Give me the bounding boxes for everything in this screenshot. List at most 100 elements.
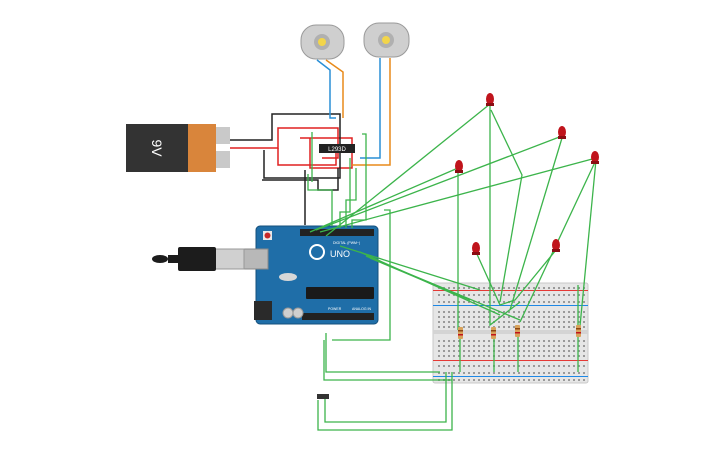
breadboard-hole	[473, 345, 475, 347]
breadboard-hole	[473, 379, 475, 381]
reset-button[interactable]	[264, 232, 271, 239]
dc-motor-right[interactable]	[363, 22, 410, 58]
breadboard-hole	[478, 316, 480, 318]
breadboard-hole	[528, 350, 530, 352]
breadboard-hole	[498, 340, 500, 342]
breadboard-hole	[468, 326, 470, 328]
breadboard-hole	[468, 294, 470, 296]
breadboard-hole	[503, 340, 505, 342]
breadboard-hole	[538, 294, 540, 296]
breadboard-hole	[443, 321, 445, 323]
breadboard-hole	[453, 355, 455, 357]
switch-component[interactable]	[317, 394, 329, 399]
resistor-3[interactable]	[515, 325, 520, 337]
breadboard-hole	[583, 321, 585, 323]
motor-driver-chip[interactable]: L293D	[319, 144, 355, 153]
breadboard-hole	[503, 321, 505, 323]
breadboard-hole	[488, 326, 490, 328]
breadboard-hole	[508, 316, 510, 318]
led-3[interactable]	[455, 160, 463, 173]
breadboard-hole	[578, 355, 580, 357]
led-1[interactable]	[486, 93, 494, 106]
breadboard-hole	[468, 350, 470, 352]
arduino-uno[interactable]: UNO DIGITAL (PWM~) POWER ANALOG IN	[240, 225, 379, 325]
breadboard-hole	[473, 326, 475, 328]
breadboard-hole	[483, 326, 485, 328]
led-6[interactable]	[552, 239, 560, 252]
breadboard-hole	[438, 316, 440, 318]
breadboard-hole	[533, 365, 535, 367]
breadboard-hole	[558, 365, 560, 367]
breadboard-hole	[438, 340, 440, 342]
resistor-1[interactable]	[458, 327, 463, 339]
battery-9v[interactable]: 9V	[126, 124, 230, 172]
breadboard-hole	[498, 365, 500, 367]
breadboard-hole	[443, 345, 445, 347]
breadboard-hole	[543, 365, 545, 367]
breadboard-hole	[498, 326, 500, 328]
breadboard-hole	[443, 326, 445, 328]
breadboard-hole	[553, 301, 555, 303]
breadboard-hole	[478, 321, 480, 323]
breadboard-hole	[483, 311, 485, 313]
breadboard-hole	[473, 355, 475, 357]
breadboard-hole	[493, 287, 495, 289]
breadboard-hole	[478, 350, 480, 352]
breadboard-hole	[453, 345, 455, 347]
breadboard-hole	[573, 340, 575, 342]
breadboard-hole	[463, 350, 465, 352]
breadboard-hole	[468, 345, 470, 347]
breadboard-hole	[473, 350, 475, 352]
breadboard-hole	[518, 321, 520, 323]
breadboard-hole	[583, 294, 585, 296]
dc-motor-left[interactable]	[300, 24, 345, 60]
breadboard-hole	[453, 321, 455, 323]
breadboard-hole	[563, 345, 565, 347]
breadboard-hole	[443, 365, 445, 367]
breadboard[interactable]	[432, 282, 589, 384]
breadboard-hole	[513, 379, 515, 381]
breadboard-hole	[453, 379, 455, 381]
breadboard-hole	[448, 287, 450, 289]
breadboard-hole	[478, 372, 480, 374]
breadboard-hole	[488, 379, 490, 381]
breadboard-hole	[558, 287, 560, 289]
breadboard-hole	[503, 350, 505, 352]
led-5[interactable]	[472, 242, 480, 255]
breadboard-hole	[458, 321, 460, 323]
breadboard-hole	[513, 372, 515, 374]
breadboard-hole	[578, 316, 580, 318]
breadboard-hole	[518, 345, 520, 347]
breadboard-hole	[528, 321, 530, 323]
breadboard-hole	[548, 345, 550, 347]
breadboard-hole	[538, 311, 540, 313]
breadboard-hole	[543, 340, 545, 342]
usb-cable[interactable]	[152, 247, 245, 271]
resistor-2[interactable]	[491, 327, 496, 339]
led-4[interactable]	[591, 151, 599, 164]
breadboard-hole	[448, 365, 450, 367]
breadboard-hole	[498, 321, 500, 323]
led-2[interactable]	[558, 126, 566, 139]
breadboard-hole	[473, 372, 475, 374]
breadboard-hole	[533, 294, 535, 296]
breadboard-hole	[483, 301, 485, 303]
breadboard-hole	[568, 365, 570, 367]
breadboard-hole	[483, 345, 485, 347]
breadboard-hole	[523, 340, 525, 342]
breadboard-hole	[578, 379, 580, 381]
breadboard-hole	[453, 340, 455, 342]
breadboard-hole	[543, 321, 545, 323]
breadboard-hole	[578, 345, 580, 347]
breadboard-hole	[473, 365, 475, 367]
breadboard-hole	[538, 316, 540, 318]
breadboard-hole	[448, 316, 450, 318]
breadboard-hole	[568, 321, 570, 323]
breadboard-hole	[503, 311, 505, 313]
breadboard-hole	[458, 355, 460, 357]
breadboard-hole	[523, 345, 525, 347]
breadboard-hole	[583, 372, 585, 374]
resistor-4[interactable]	[576, 325, 581, 337]
breadboard-hole	[483, 340, 485, 342]
breadboard-hole	[583, 311, 585, 313]
